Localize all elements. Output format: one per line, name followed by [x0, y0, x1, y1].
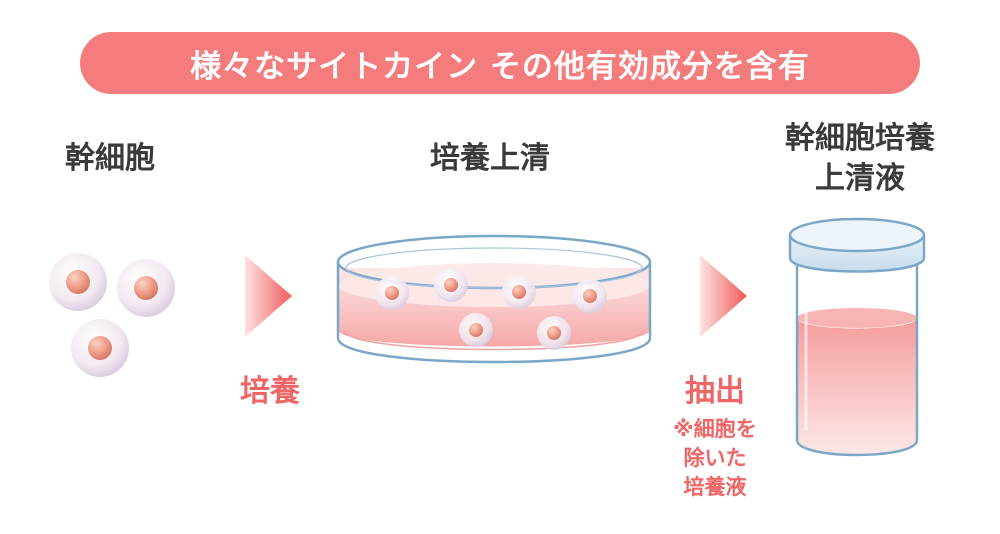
step-extract: 抽出: [685, 374, 745, 409]
step-culture: 培養: [240, 374, 300, 409]
label-final-line2: 上清液: [815, 161, 905, 196]
petri-dish: [336, 234, 652, 364]
stem-cell-3: [71, 319, 129, 377]
dish-cell-6: [537, 316, 571, 350]
arrow-extract-icon: [700, 255, 747, 337]
note-line2: 除いた: [683, 446, 747, 470]
stem-cell-2: [117, 259, 175, 317]
dish-cell-4: [573, 279, 607, 313]
note-line1: ※細胞を: [673, 417, 757, 441]
header-banner: 様々なサイトカイン その他有効成分を含有: [80, 32, 920, 94]
label-stem-cells: 幹細胞: [65, 141, 155, 176]
dish-cell-2: [434, 268, 468, 302]
note-line3: 培養液: [683, 475, 747, 499]
dish-cell-1: [375, 276, 409, 310]
banner-text: 様々なサイトカイン その他有効成分を含有: [190, 48, 810, 85]
label-final-line1: 幹細胞培養: [785, 121, 935, 156]
dish-cell-3: [502, 275, 536, 309]
label-supernatant: 培養上清: [430, 141, 550, 176]
arrow-culture-icon: [245, 255, 292, 337]
specimen-jar: [788, 217, 926, 457]
dish-cell-5: [459, 313, 493, 347]
stem-cell-1: [49, 253, 107, 311]
